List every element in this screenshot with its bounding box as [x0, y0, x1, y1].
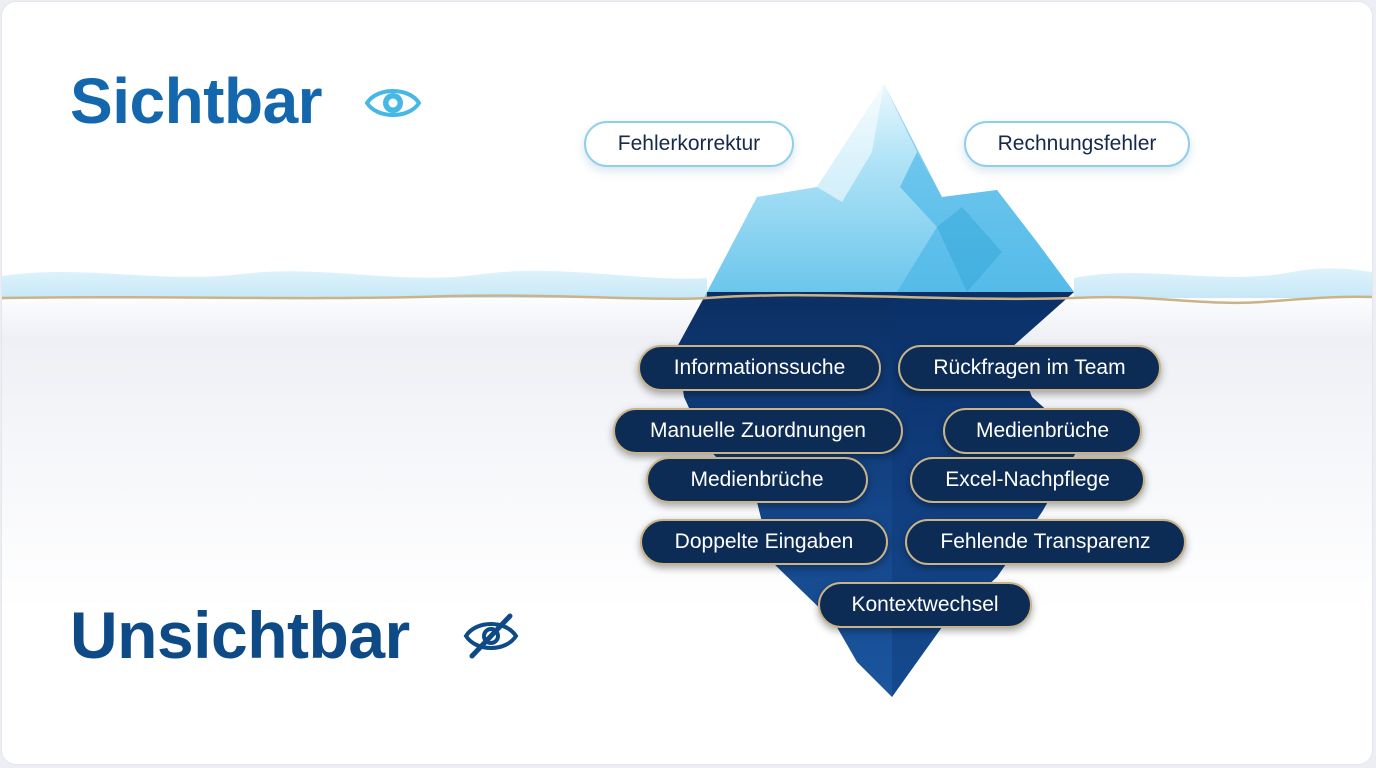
- iceberg-underwater: [677, 292, 1082, 697]
- hidden-item-context-switch: Kontextwechsel: [818, 582, 1032, 628]
- water-waves: [2, 270, 707, 298]
- heading-hidden: Unsichtbar: [70, 598, 410, 672]
- visible-item-invoice-errors: Rechnungsfehler: [964, 121, 1190, 167]
- hidden-item-media-breaks-1: Medienbrüche: [943, 408, 1142, 454]
- hidden-item-double-entries: Doppelte Eingaben: [640, 519, 888, 565]
- waterline: [2, 293, 1372, 305]
- visible-item-error-correction: Fehlerkorrektur: [584, 121, 794, 167]
- hidden-item-manual-assignments: Manuelle Zuordnungen: [613, 408, 903, 454]
- heading-visible: Sichtbar: [70, 65, 323, 137]
- hidden-item-missing-transparency: Fehlende Transparenz: [905, 519, 1186, 565]
- eye-icon: [364, 89, 422, 117]
- eye-slash-icon: [463, 613, 519, 659]
- hidden-item-excel-maintenance: Excel-Nachpflege: [910, 457, 1145, 503]
- hidden-item-team-queries: Rückfragen im Team: [898, 345, 1161, 391]
- hidden-item-information-search: Informationssuche: [638, 345, 881, 391]
- hidden-item-media-breaks-2: Medienbrüche: [646, 457, 868, 503]
